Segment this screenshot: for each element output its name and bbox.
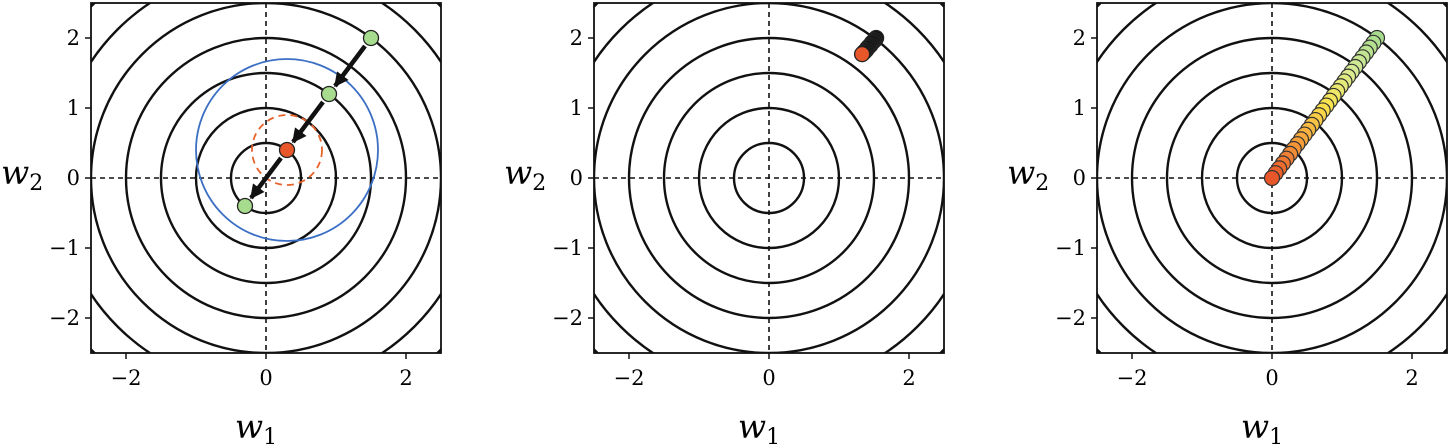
step-arrow-2 — [291, 100, 325, 144]
y-axis-label-subscript: 2 — [532, 171, 546, 196]
x-axis-label-main: w — [235, 407, 263, 446]
y-tick-label: 2 — [1073, 26, 1086, 50]
plot-area — [594, 3, 944, 353]
x-tick-label: −2 — [614, 366, 645, 390]
y-tick-label: 1 — [1073, 96, 1086, 120]
y-tick-label: 0 — [67, 166, 80, 190]
x-axis-label-subscript: 1 — [766, 425, 780, 448]
x-tick-label: 0 — [259, 366, 272, 390]
x-tick-label: 0 — [1265, 366, 1278, 390]
y-axis-label-main: w — [1, 153, 29, 192]
y-axis-label: w2 — [504, 153, 546, 196]
y-tick-label: 1 — [67, 96, 80, 120]
y-tick-label: −1 — [1055, 236, 1086, 260]
step-arrow-3 — [249, 156, 283, 200]
x-tick-label: −2 — [111, 366, 142, 390]
x-tick-label: 2 — [1405, 366, 1418, 390]
x-axis-label: w1 — [1241, 407, 1283, 448]
plot-area — [91, 3, 441, 353]
iterate-point-2 — [320, 85, 338, 103]
x-tick-label: 2 — [399, 366, 412, 390]
step-circle-2 — [251, 114, 323, 186]
y-tick-label: 0 — [1073, 166, 1086, 190]
y-tick-label: 1 — [570, 96, 583, 120]
iterate-point-1 — [362, 29, 380, 47]
iterate-point-3 — [236, 197, 254, 215]
iterate-point-4 — [278, 141, 296, 159]
step-circle-1 — [195, 58, 379, 242]
contour-line-7 — [1097, 3, 1447, 353]
x-tick-label: 0 — [762, 366, 775, 390]
y-tick-label: 2 — [570, 26, 583, 50]
plot-area — [1097, 3, 1447, 353]
y-axis-label: w2 — [1007, 153, 1049, 196]
x-tick-label: −2 — [1117, 366, 1148, 390]
y-tick-label: −2 — [1055, 306, 1086, 330]
iterate-point-11 — [853, 45, 871, 63]
y-tick-label: 2 — [67, 26, 80, 50]
step-arrow-1 — [333, 44, 367, 88]
x-tick-label: 2 — [902, 366, 915, 390]
y-axis-label-main: w — [504, 153, 532, 192]
y-tick-label: −1 — [552, 236, 583, 260]
y-axis-label-subscript: 2 — [1035, 171, 1049, 196]
x-axis-label: w1 — [235, 407, 277, 448]
x-axis-label: w1 — [738, 407, 780, 448]
x-axis-label-main: w — [1241, 407, 1269, 446]
y-axis-label-main: w — [1007, 153, 1035, 192]
y-axis-label-subscript: 2 — [29, 171, 43, 196]
y-tick-label: −1 — [49, 236, 80, 260]
contour-line-6 — [1097, 3, 1447, 353]
y-tick-label: −2 — [49, 306, 80, 330]
trajectory-point-30 — [1263, 169, 1281, 187]
y-tick-label: 0 — [570, 166, 583, 190]
x-axis-label-subscript: 1 — [1269, 425, 1283, 448]
y-axis-label: w2 — [1, 153, 43, 196]
x-axis-label-main: w — [738, 407, 766, 446]
y-tick-label: −2 — [552, 306, 583, 330]
x-axis-label-subscript: 1 — [263, 425, 277, 448]
